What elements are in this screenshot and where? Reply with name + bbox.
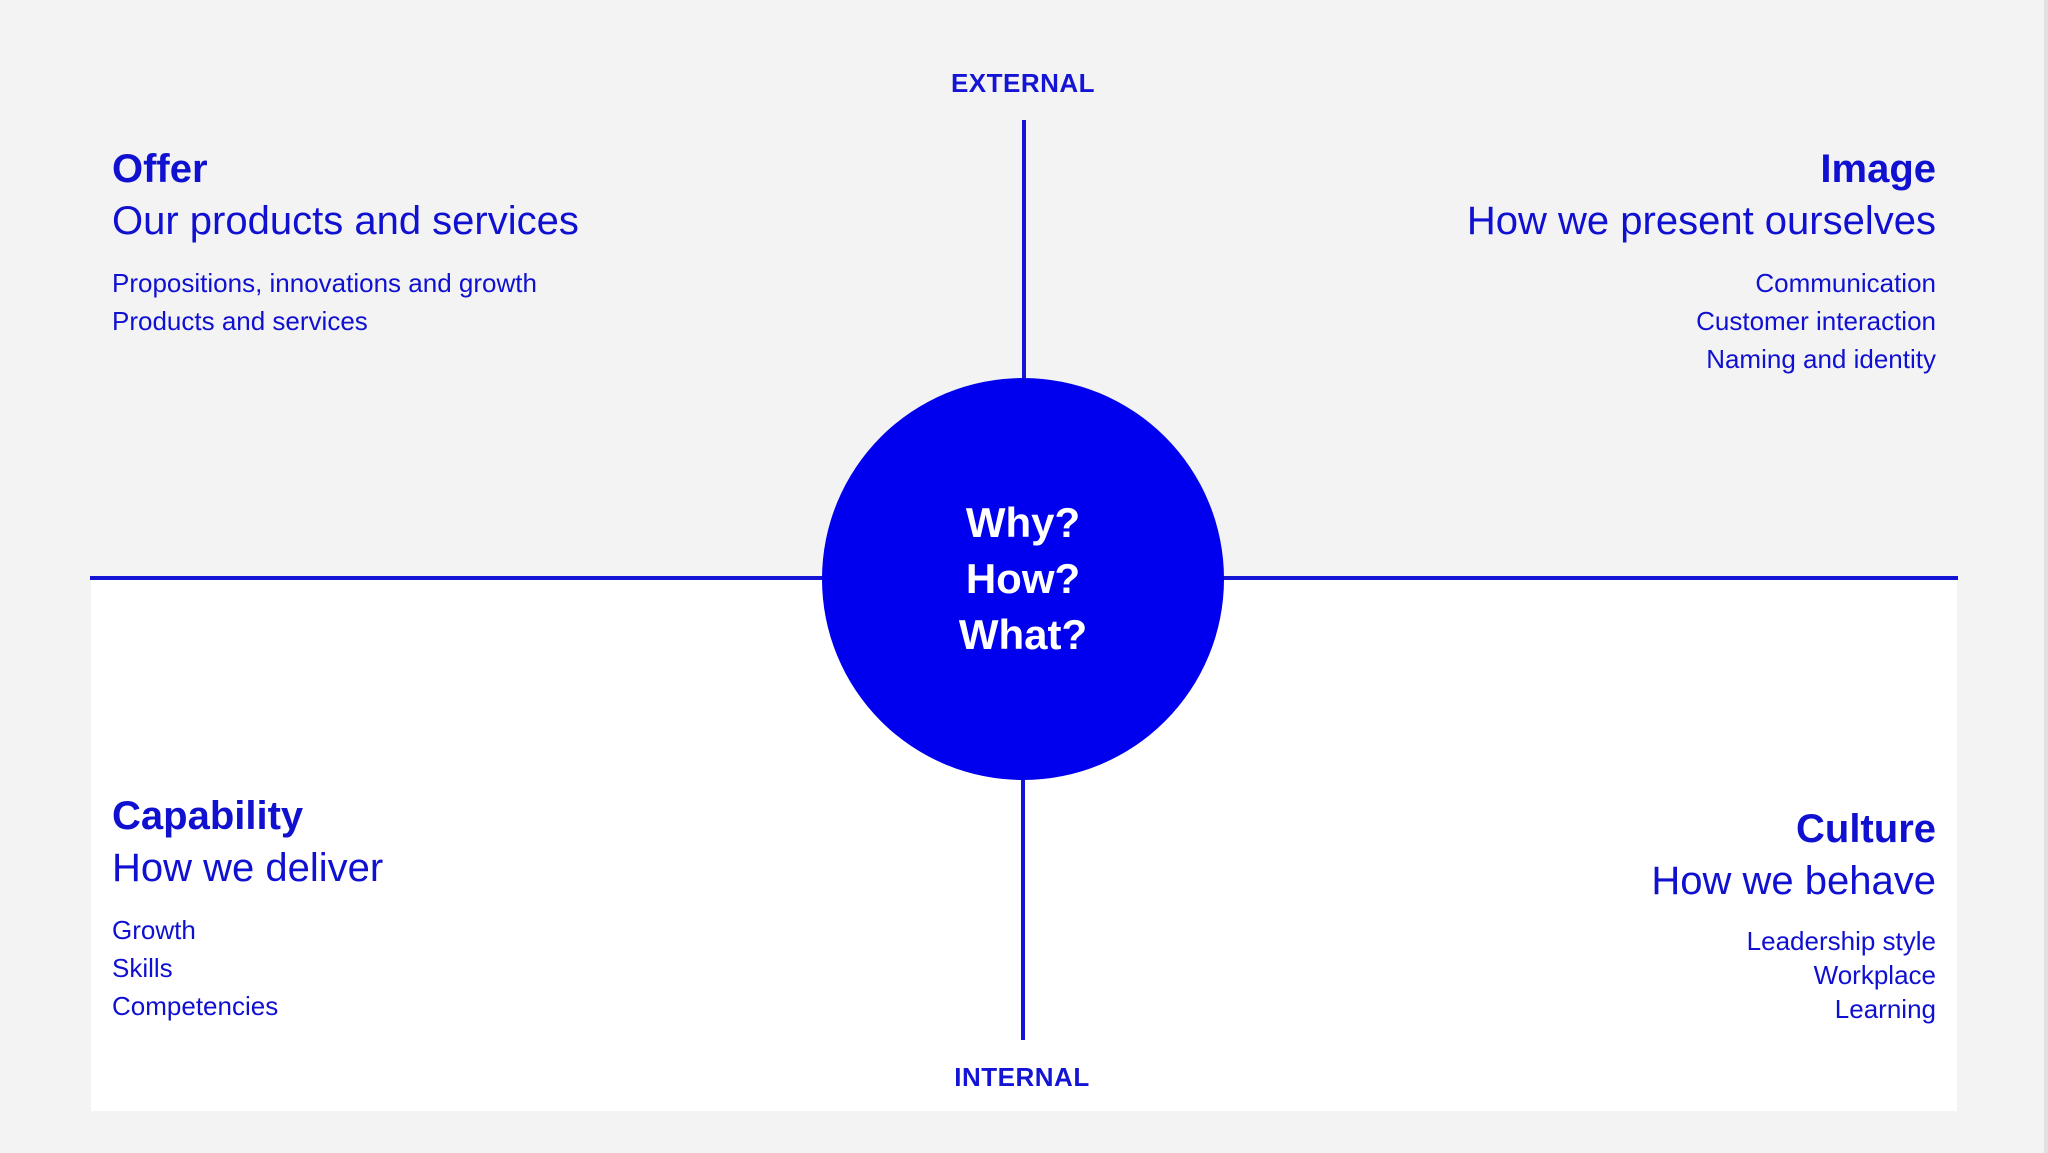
center-circle: Why? How? What? [822,378,1224,780]
quadrant-subtitle: How we behave [1651,859,1936,903]
quadrant-subtitle: How we present ourselves [1466,199,1936,243]
quadrant-subtitle: Our products and services [112,199,579,243]
list-item: Leadership style [1746,926,1936,956]
quadrant-subtitle: How we deliver [112,846,384,890]
frame-edge [2044,0,2048,1153]
vertical-axis-line-bottom [1021,778,1025,1040]
axis-label-external: EXTERNAL [950,68,1096,98]
center-line-how: How? [965,555,1081,602]
list-item: Growth [112,915,196,945]
quadrant-items: Leadership style Workplace Learning [1300,924,1936,1026]
center-line-why: Why? [965,499,1081,546]
quadrant-title: Image [1820,147,1936,191]
quadrant-image: Image How we present ourselves Communica… [1300,144,1936,378]
quadrant-items: Propositions, innovations and growth Pro… [112,264,832,340]
list-item: Workplace [1813,960,1936,990]
list-item: Naming and identity [1706,344,1936,374]
quadrant-offer: Offer Our products and services Proposit… [112,144,832,340]
quadrant-items: Communication Customer interaction Namin… [1300,264,1936,378]
quadrant-title: Culture [1796,807,1936,851]
list-item: Competencies [112,991,279,1021]
quadrant-title: Capability [112,794,304,838]
axis-label-internal: INTERNAL [954,1062,1090,1092]
quadrant-capability: Capability How we deliver Growth Skills … [112,791,832,1025]
quadrant-culture: Culture How we behave Leadership style W… [1300,804,1936,1026]
list-item: Products and services [112,306,368,336]
list-item: Propositions, innovations and growth [112,268,537,298]
list-item: Customer interaction [1696,306,1936,336]
quadrant-title: Offer [112,147,208,191]
vertical-axis-line-top [1022,120,1026,382]
quadrant-items: Growth Skills Competencies [112,911,832,1025]
list-item: Communication [1755,268,1936,298]
center-line-what: What? [958,611,1088,658]
list-item: Skills [112,953,173,983]
list-item: Learning [1834,994,1936,1024]
